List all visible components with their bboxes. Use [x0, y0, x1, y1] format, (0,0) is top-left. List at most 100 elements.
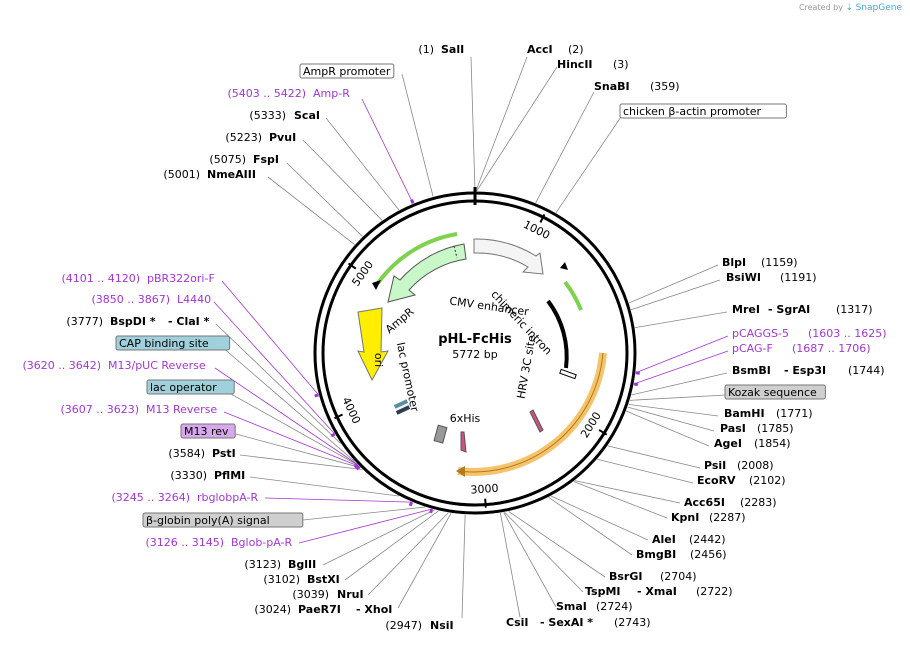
site-label-bspdi: BspDI * [110, 315, 156, 328]
site-label-mrei: MreI [732, 303, 760, 316]
leader-line-bsmbi [631, 372, 728, 396]
leader-line-chicken-actin-promoter [555, 113, 624, 213]
green-feature-arc [563, 280, 583, 311]
site-label-1744: (1744) [848, 364, 885, 377]
hrv-3c-site-marker [529, 409, 544, 433]
plasmid-length: 5772 bp [452, 348, 497, 361]
site-label-l4440: L4440 [177, 293, 211, 306]
site-label-1: (1) [418, 43, 434, 56]
site-label-psii: PsiI [704, 459, 726, 472]
leader-line-blpi [628, 264, 719, 304]
site-label-fspi: FspI [253, 153, 279, 166]
leader-line-5001 [267, 176, 355, 245]
site-label-3607-3623: (3607 .. 3623) [60, 403, 139, 416]
fc-region-arrowhead [456, 466, 465, 477]
site-label-1191: (1191) [780, 271, 817, 284]
leader-line-agei [626, 410, 710, 447]
site-label-1687-1706: (1687 .. 1706) [792, 342, 871, 355]
site-label-3584: (3584) [168, 447, 205, 460]
site-label-1771: (1771) [776, 407, 813, 420]
site-label-rbglobpa-r: rbglobpA-R [197, 491, 258, 504]
site-label-bsrgi: BsrGI [609, 570, 642, 583]
leader-line-3607-3623 [223, 411, 360, 467]
site-label-5333: (5333) [249, 109, 286, 122]
primer-mark-3126-3145 [429, 508, 434, 514]
leader-line-hincii [476, 66, 558, 192]
site-label-5403-5422: (5403 .. 5422) [227, 87, 306, 100]
site-label-pflmi: PflMI [214, 469, 245, 482]
site-label-ampr-promoter: AmpR promoter [303, 65, 391, 78]
leader-line-pasi [627, 406, 715, 432]
site-label-3: (3) [613, 58, 629, 71]
leader-line-ampr-promoter [401, 73, 434, 197]
site-label-cap-binding-site: CAP binding site [119, 337, 209, 350]
tick-label: 3000 [470, 482, 499, 497]
site-label-amp-r: Amp-R [313, 87, 350, 100]
site-label-pcag-f: pCAG-F [732, 342, 773, 355]
site-label-2743: (2743) [614, 616, 651, 629]
leader-line-smai [503, 512, 557, 608]
site-label-3777: (3777) [66, 315, 103, 328]
site-label-sgrai: - SgrAI [768, 303, 810, 316]
fc-region-arc-outline [457, 352, 604, 473]
leader-line-acc65i [574, 480, 681, 504]
sixhis-marker [460, 431, 467, 453]
leader-line-3024 [397, 513, 452, 609]
site-label-m13-reverse: M13 Reverse [146, 403, 217, 416]
ampr-feature-arrow [387, 243, 467, 303]
site-label-1854: (1854) [754, 437, 791, 450]
tick-mark-3000 [484, 498, 487, 508]
plasmid-name: pHL-FcHis [438, 332, 512, 347]
site-label-m13-rev: M13 rev [184, 425, 229, 438]
site-label-2442: (2442) [689, 533, 726, 546]
site-label-nsii: NsiI [430, 619, 454, 632]
leader-line-3850-3867 [213, 301, 335, 435]
site-label-globin-poly-a-signal: β-globin poly(A) signal [146, 514, 270, 527]
site-label-acc65i: Acc65I [684, 496, 725, 509]
site-label-lac-operator: lac operator [150, 381, 217, 394]
leader-line-3620-3642 [214, 367, 358, 465]
ori-feature-arrow [357, 307, 389, 382]
label-box-lac-operator [146, 379, 235, 395]
leader-line-alei [550, 495, 649, 541]
leader-line-bsrgi [508, 511, 606, 578]
leader-line-3584 [239, 454, 363, 470]
site-label-nmeaiii: NmeAIII [207, 168, 256, 181]
tick-mark-5000 [347, 262, 357, 270]
site-label-bglob-pa-r: Bglob-pA-R [231, 536, 293, 549]
site-label-2: (2) [568, 43, 584, 56]
primer-mark-3620-3642 [353, 463, 359, 469]
leader-line-psii [607, 445, 701, 469]
primer-mark-3245-3264 [408, 501, 414, 507]
leader-line-cap-binding-site [220, 345, 355, 462]
leader-line-mrei [634, 311, 728, 329]
site-label-agei: AgeI [714, 437, 742, 450]
site-label-smai: SmaI [556, 600, 587, 613]
site-label-2456: (2456) [690, 548, 727, 561]
site-label-3620-3642: (3620 .. 3642) [22, 359, 101, 372]
site-label-5223: (5223) [225, 131, 262, 144]
site-label-2287: (2287) [709, 511, 746, 524]
leader-line-m13-rev [235, 433, 361, 468]
primer-mark-3850-3867 [330, 432, 336, 438]
site-label-2724: (2724) [596, 600, 633, 613]
credit-brand: SnapGene [855, 3, 902, 13]
site-label-m13-puc-reverse: M13/pUC Reverse [108, 359, 206, 372]
site-label-csii: CsiI [506, 616, 528, 629]
site-label-xhoi: - XhoI [356, 603, 392, 616]
leader-line-3330 [249, 476, 399, 497]
leader-line-pcaggs-5 [635, 335, 729, 374]
site-label-snabi: SnaBI [594, 80, 630, 93]
lac-operator-marker [395, 405, 411, 415]
site-label-2947: (2947) [385, 619, 422, 632]
label-box-globin-poly-a-signal [142, 512, 304, 528]
leader-line-5075 [286, 162, 363, 237]
primer-mark-5403-5422 [410, 199, 415, 204]
site-label-1603-1625: (1603 .. 1625) [808, 327, 887, 340]
snapgene-credit: Created by ⇣ SnapGene [799, 3, 902, 13]
site-label-pvui: PvuI [269, 131, 296, 144]
site-label-3850-3867: (3850 .. 3867) [91, 293, 170, 306]
leader-line-pcag-f [633, 350, 729, 385]
primer-mark-pcag-f [633, 382, 639, 387]
site-label-2283: (2283) [740, 496, 777, 509]
